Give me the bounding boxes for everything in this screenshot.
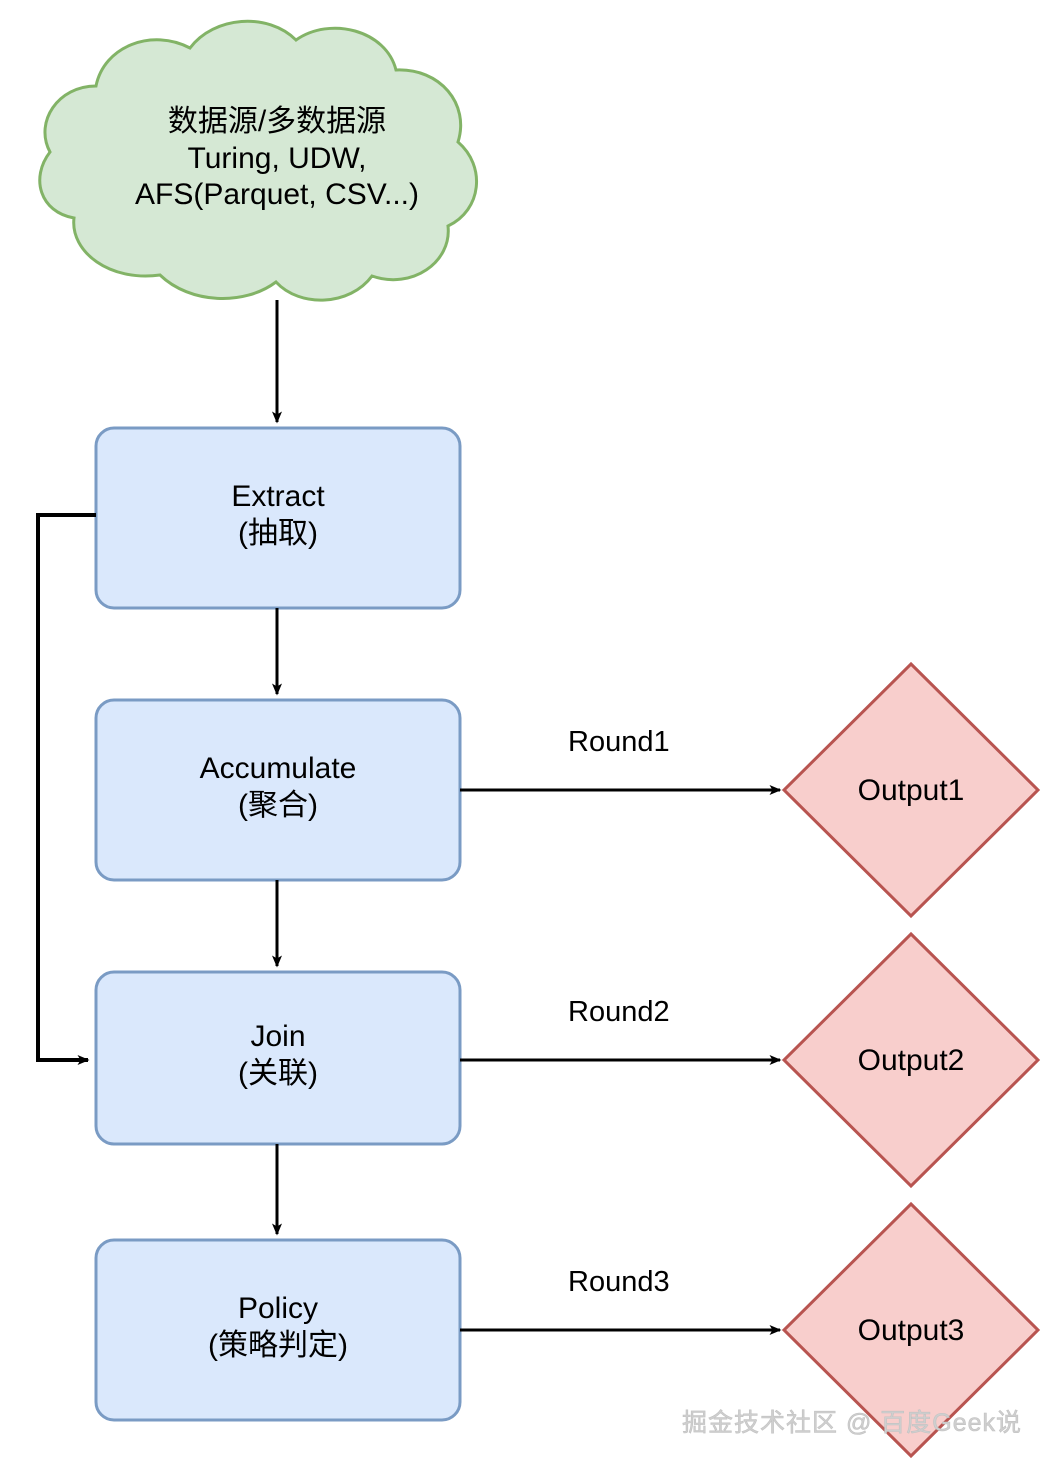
output-diamond-output2[interactable] <box>781 931 1041 1189</box>
process-box-accumulate[interactable] <box>94 698 462 882</box>
data-source-cloud[interactable] <box>38 19 479 302</box>
watermark: 掘金技术社区 @ 百度Geek说 <box>682 1409 1023 1438</box>
edge-label-round2: Round2 <box>568 996 670 1028</box>
edge-label-round1: Round1 <box>568 726 670 758</box>
process-box-extract[interactable] <box>94 426 462 610</box>
process-box-join[interactable] <box>94 970 462 1146</box>
output-diamond-output1[interactable] <box>781 661 1041 919</box>
output-diamond-output3[interactable] <box>781 1201 1041 1459</box>
edge-extract-feedback-to-join <box>36 513 96 1065</box>
process-box-policy[interactable] <box>94 1238 462 1422</box>
edge-label-round3: Round3 <box>568 1266 670 1298</box>
